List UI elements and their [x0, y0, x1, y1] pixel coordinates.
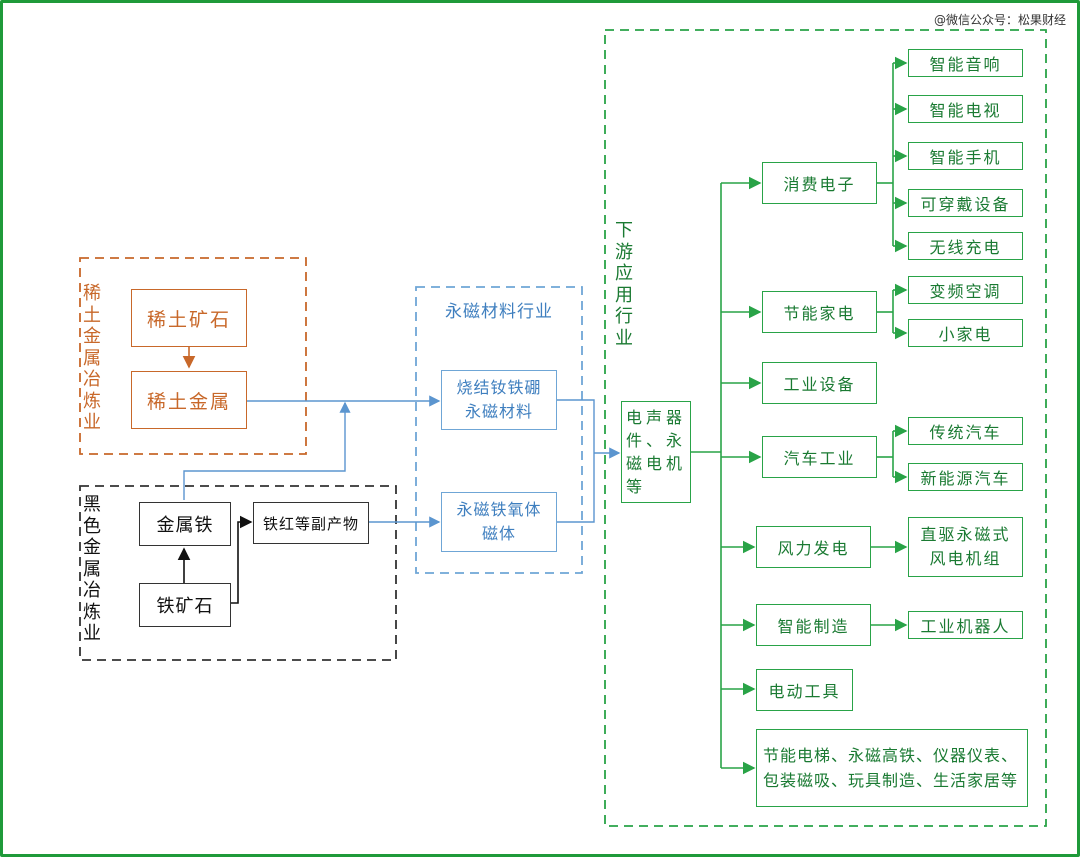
- item-smartphone: 智能手机: [908, 142, 1023, 170]
- cat-other-applications: 节能电梯、永磁高铁、仪器仪表、包装磁吸、玩具制造、生活家居等: [756, 729, 1028, 807]
- item-inverter-ac: 变频空调: [908, 276, 1023, 304]
- ndfeb-line-2: 永磁材料: [464, 402, 533, 421]
- rare-earth-ore-box: 稀土矿石: [131, 289, 247, 347]
- iron-ore-box: 铁矿石: [139, 583, 231, 627]
- ndfeb-line-1: 烧结钕铁硼: [456, 378, 542, 397]
- item-wind-turbine: 直驱永磁式风电机组: [908, 517, 1023, 577]
- ferrite-line-2: 磁体: [481, 524, 516, 543]
- item-wearable: 可穿戴设备: [908, 189, 1023, 217]
- cat-power-tools: 电动工具: [756, 669, 853, 711]
- ferrite-box: 永磁铁氧体 磁体: [441, 492, 557, 552]
- item-conventional-car: 传统汽车: [908, 417, 1023, 445]
- downstream-group-label: 下游应用行业: [615, 220, 633, 349]
- magnet-group-title: 永磁材料行业: [445, 302, 553, 322]
- rare-earth-group-border: [79, 257, 307, 455]
- metal-iron-box: 金属铁: [139, 502, 231, 546]
- ferrous-group-border: [79, 485, 397, 661]
- item-smart-tv: 智能电视: [908, 95, 1023, 123]
- downstream-group-border: [604, 29, 1047, 827]
- ferrite-line-1: 永磁铁氧体: [456, 500, 542, 519]
- rare-earth-metal-box: 稀土金属: [131, 371, 247, 429]
- cat-consumer-electronics: 消费电子: [762, 162, 877, 204]
- ndfeb-box: 烧结钕铁硼 永磁材料: [441, 370, 557, 430]
- byproduct-box: 铁红等副产物: [253, 502, 369, 544]
- item-wireless-charging: 无线充电: [908, 232, 1023, 260]
- item-ev: 新能源汽车: [908, 463, 1023, 491]
- cat-wind-power: 风力发电: [756, 526, 871, 568]
- rare-earth-group-label: 稀土金属冶炼业: [83, 283, 101, 433]
- item-smart-speaker: 智能音响: [908, 49, 1023, 77]
- hub-box: 电声器件、永磁电机等: [621, 401, 691, 503]
- cat-home-appliances: 节能家电: [762, 291, 877, 333]
- cat-industrial-equipment: 工业设备: [762, 362, 877, 404]
- cat-smart-manufacturing: 智能制造: [756, 604, 871, 646]
- cat-automotive: 汽车工业: [762, 436, 877, 478]
- ferrous-group-label: 黑色金属冶炼业: [83, 494, 101, 644]
- item-small-appliances: 小家电: [908, 319, 1023, 347]
- magnet-group-border: [415, 286, 583, 574]
- item-industrial-robot: 工业机器人: [908, 611, 1023, 639]
- watermark: @微信公众号：松果财经: [933, 13, 1066, 27]
